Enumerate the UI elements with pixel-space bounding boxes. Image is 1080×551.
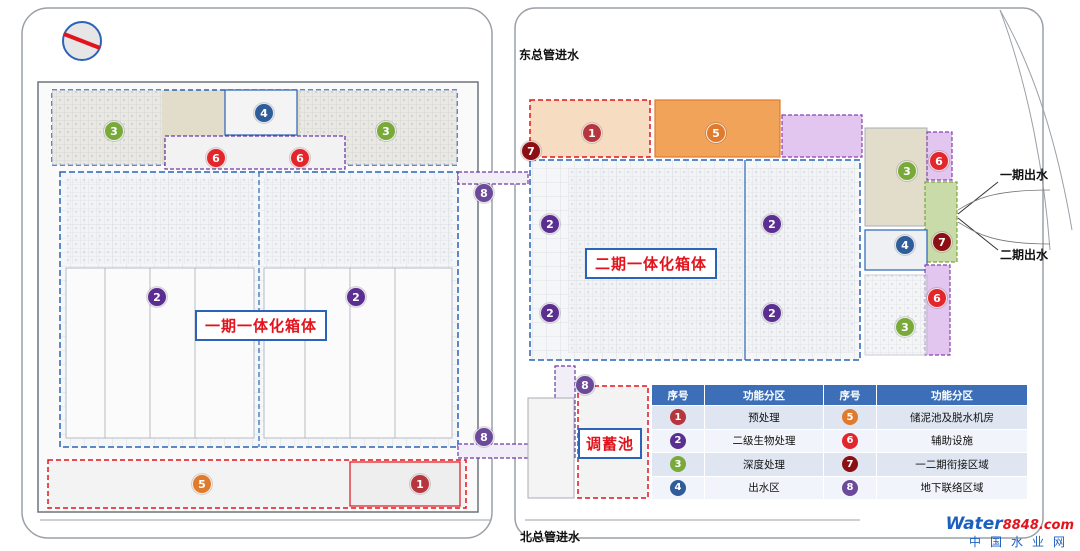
legend-row: 2 二级生物处理 6 辅助设施 (651, 428, 1028, 453)
legend-header-zone-right: 功能分区 (876, 384, 1028, 406)
zone-marker-icon: 2 (540, 303, 560, 323)
east-inlet-label: 东总管进水 (519, 48, 580, 62)
storage-tank-banner: 调蓄池 (578, 428, 643, 459)
zone-marker-icon: 5 (706, 123, 726, 143)
north-inlet-label: 北总管进水 (520, 530, 581, 544)
zone-marker-icon: 4 (895, 235, 915, 255)
legend-marker-icon: 1 (670, 409, 686, 426)
watermark-suffix: .com (1038, 518, 1074, 533)
zone-marker-icon: 8 (474, 183, 494, 203)
zone-marker-icon: 6 (929, 151, 949, 171)
east-site-boundary (514, 7, 1044, 539)
zone-marker-icon: 3 (897, 161, 917, 181)
west-site-boundary (21, 7, 493, 539)
zone-marker-icon: 4 (254, 103, 274, 123)
zone-marker-icon: 2 (762, 303, 782, 323)
zone-marker-icon: 6 (206, 148, 226, 168)
legend-header-zone-left: 功能分区 (704, 384, 824, 406)
legend-zone-name: 地下联络区域 (876, 475, 1028, 500)
phase1-outlet-label: 一期出水 (1000, 168, 1049, 182)
zone-marker-icon: 3 (376, 121, 396, 141)
north-arrow-icon (62, 21, 102, 61)
legend-zone-name: 一二期衔接区域 (876, 452, 1028, 477)
legend-zone-name: 辅助设施 (876, 428, 1028, 453)
legend-marker-icon: 6 (842, 432, 858, 449)
zone-marker-icon: 2 (540, 214, 560, 234)
legend-header-no-right: 序号 (823, 384, 877, 406)
phase1-box-banner: 一期一体化箱体 (195, 310, 328, 341)
legend-zone-name: 预处理 (704, 405, 824, 430)
zone-marker-icon: 8 (474, 427, 494, 447)
zone-marker-icon: 6 (927, 288, 947, 308)
watermark-subtitle: 中国水业网 (968, 535, 1074, 549)
watermark-number: 8848 (1002, 518, 1039, 533)
watermark-logo: Water8848.com 中国水业网 (946, 515, 1074, 549)
zone-marker-icon: 3 (895, 317, 915, 337)
zone-marker-icon: 7 (932, 232, 952, 252)
watermark-brand: Water (945, 514, 1003, 534)
zone-marker-icon: 3 (104, 121, 124, 141)
underground-link-north (457, 171, 529, 185)
legend-marker-icon: 2 (670, 432, 686, 449)
zone-marker-icon: 2 (762, 214, 782, 234)
legend-marker-icon: 5 (842, 409, 858, 426)
phase2-box-banner: 二期一体化箱体 (585, 248, 718, 279)
legend-zone-name: 深度处理 (704, 452, 824, 477)
legend-row: 1 预处理 5 储泥池及脱水机房 (651, 405, 1028, 430)
legend-zone-name: 储泥池及脱水机房 (876, 405, 1028, 430)
legend-row: 4 出水区 8 地下联络区域 (651, 475, 1028, 500)
zone-marker-icon: 2 (147, 287, 167, 307)
zone-marker-icon: 5 (192, 474, 212, 494)
zone-marker-icon: 8 (575, 375, 595, 395)
zone-marker-icon: 7 (521, 141, 541, 161)
zone-marker-icon: 1 (582, 123, 602, 143)
zone-marker-icon: 2 (346, 287, 366, 307)
legend-zone-name: 出水区 (704, 475, 824, 500)
phase2-outlet-label: 二期出水 (1000, 248, 1049, 262)
legend-marker-icon: 8 (842, 479, 858, 496)
legend-row: 3 深度处理 7 一二期衔接区域 (651, 452, 1028, 477)
legend-marker-icon: 3 (670, 456, 686, 473)
legend-zone-name: 二级生物处理 (704, 428, 824, 453)
legend-marker-icon: 4 (670, 479, 686, 496)
zone-marker-icon: 1 (410, 474, 430, 494)
legend-table: 序号 功能分区 序号 功能分区 1 预处理 5 储泥池及脱水机房 2 二级生物处… (651, 384, 1028, 500)
legend-marker-icon: 7 (842, 456, 858, 473)
legend-header-no-left: 序号 (651, 384, 705, 406)
zone-marker-icon: 6 (290, 148, 310, 168)
phase2-advanced-treatment-area (864, 127, 928, 227)
